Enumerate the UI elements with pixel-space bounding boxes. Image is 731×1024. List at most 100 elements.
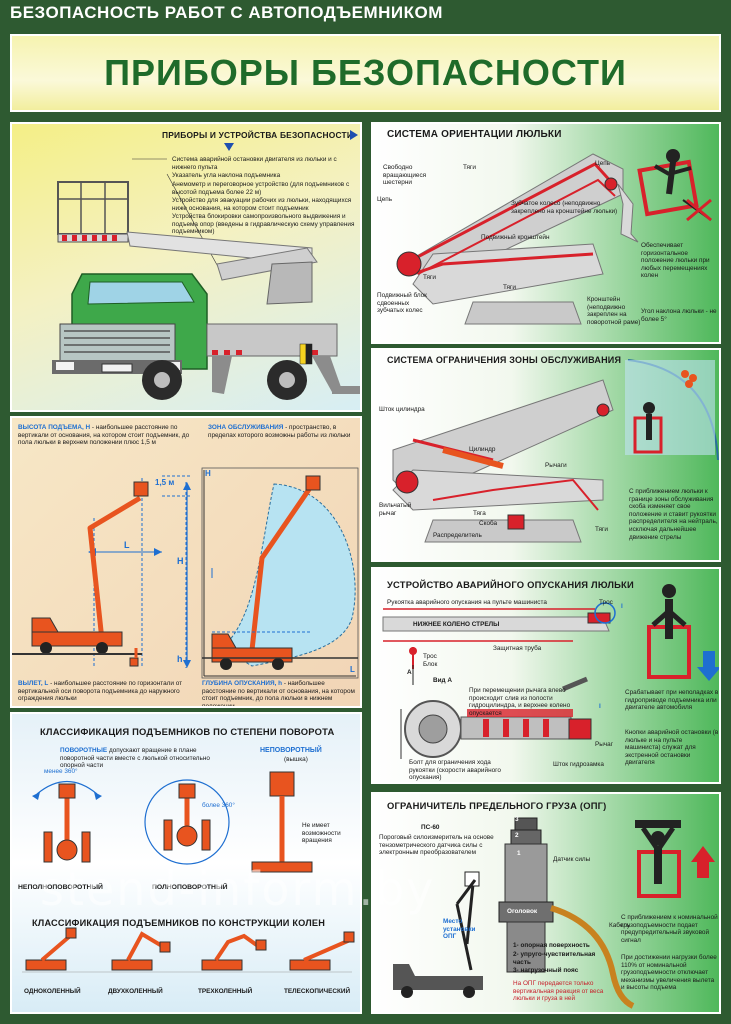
orientation-label-gears: Свободно вращающиеся шестерни <box>383 164 427 187</box>
device-item-2: Указатель угла наклона подъемника <box>172 172 281 179</box>
emergency-label-rod: Шток гидрозамка <box>553 761 604 768</box>
panel-devices-title: ПРИБОРЫ И УСТРОЙСТВА БЕЗОПАСНОСТИ <box>162 130 354 140</box>
classification-rotation-title: КЛАССИФИКАЦИЯ ПОДЪЕМНИКОВ ПО СТЕПЕНИ ПОВ… <box>40 726 335 737</box>
orientation-label-chain-2: Цепь <box>595 160 611 167</box>
limiter-ps-text: Пороговый силоизмеритель на основе тензо… <box>379 834 494 857</box>
label-H2: H <box>205 469 211 478</box>
device-item-4: Устройство для эвакуации рабочих из люль… <box>172 197 352 212</box>
orientation-title: СИСТЕМА ОРИЕНТАЦИИ ЛЮЛЬКИ <box>387 129 562 140</box>
emergency-label-cable-2: Трос <box>423 653 437 660</box>
zone-definition: ЗОНА ОБСЛУЖИВАНИЯ - пространство, в пред… <box>208 424 351 439</box>
limiter-place: Место установки ОПГ <box>443 918 476 941</box>
limiter-red-note: На ОПГ передается только вертикальная ре… <box>513 980 604 1003</box>
limiter-num-2: 2 <box>515 832 519 839</box>
emergency-title: УСТРОЙСТВО АВАРИЙНОГО ОПУСКАНИЯ ЛЮЛЬКИ <box>387 579 634 590</box>
limiter-note-1: С приближением к номинальной грузоподъем… <box>621 914 718 944</box>
classification-diagrams <box>22 771 355 973</box>
label-full-rotation: ПОЛНОПОВОРОТНЫЙ <box>152 884 228 891</box>
reach-definition: ВЫЛЕТ, L - наибольшее расстояние по гори… <box>18 680 183 703</box>
label-h: h <box>177 654 183 664</box>
zone-label-rods: Тяги <box>595 526 608 533</box>
emergency-view-a: Вид А <box>433 677 452 684</box>
arrow-right-icon <box>350 130 358 140</box>
orientation-label-rods-1: Тяги <box>463 164 476 171</box>
zone-label-rod2: Тяга <box>473 510 486 517</box>
panel-classification: КЛАССИФИКАЦИЯ ПОДЪЕМНИКОВ ПО СТЕПЕНИ ПОВ… <box>10 712 362 1014</box>
orientation-angle: Угол наклона люльки - не более 5° <box>641 308 717 323</box>
emergency-label-a: A <box>407 669 412 676</box>
limiter-sensor: Датчик силы <box>553 856 591 863</box>
orientation-note: Обеспечивает горизонтальное положение лю… <box>641 242 710 280</box>
panel-emergency-lowering: УСТРОЙСТВО АВАРИЙНОГО ОПУСКАНИЯ ЛЮЛЬКИ <box>371 567 721 784</box>
type-triple: ТРЕХКОЛЕННЫЙ <box>198 988 253 995</box>
emergency-label-block: Блок <box>423 661 438 668</box>
panel-zone-limit: СИСТЕМА ОГРАНИЧЕНИЯ ЗОНЫ ОБСЛУЖИВАНИЯ Шт… <box>371 348 721 562</box>
limiter-part-2: 2- упруго-чувствительная часть <box>513 951 596 966</box>
orientation-label-chain-1: Цепь <box>377 196 393 203</box>
zone-label-distributor: Распределитель <box>433 532 482 539</box>
less360-label: менее 360° <box>44 768 78 775</box>
truck-illustration <box>52 158 360 400</box>
banner-title: ПРИБОРЫ БЕЗОПАСНОСТИ <box>104 52 627 93</box>
zone-label-cylinder: Цилиндр <box>469 446 496 453</box>
orientation-label-gear-wheel: Зубчатое колесо (неподвижно закреплено н… <box>511 200 618 215</box>
limiter-note-2: При достижении нагрузки более 110% от но… <box>621 954 717 992</box>
classification-construction-title: КЛАССИФИКАЦИЯ ПОДЪЕМНИКОВ ПО КОНСТРУКЦИИ… <box>32 918 326 928</box>
orientation-label-rods-3: Тяги <box>503 284 516 291</box>
height-zone-diagrams <box>12 467 359 679</box>
limiter-ps: ПС-60 <box>421 824 440 831</box>
device-item-3: Анемометр и переговорное устройство (для… <box>172 181 350 196</box>
zone-limit-title: СИСТЕМА ОГРАНИЧЕНИЯ ЗОНЫ ОБСЛУЖИВАНИЯ <box>387 355 622 365</box>
orientation-diagram <box>396 149 712 325</box>
emergency-note-1: Срабатывает при неполадках в гидропривод… <box>625 689 719 712</box>
type-telescopic: ТЕЛЕСКОПИЧЕСКИЙ <box>284 988 351 995</box>
emergency-label-lever: Рычаг <box>595 741 614 748</box>
zone-label-bracket: Скоба <box>479 520 498 527</box>
limiter-title: ОГРАНИЧИТЕЛЬ ПРЕДЕЛЬНОГО ГРУЗА (ОПГ) <box>387 800 607 811</box>
no-rotation-label: Не имеет возможности вращения <box>302 822 341 845</box>
device-item-5: Устройства блокировки самопроизвольного … <box>172 213 355 236</box>
orientation-label-bracket-fixed: Кронштейн (неподвижно закреплен на повор… <box>587 296 641 326</box>
emergency-diagram <box>382 584 719 759</box>
orientation-label-block: Подвижный блок сдвоенных зубчатых колес <box>377 292 427 315</box>
limiter-cable: Кабель <box>609 922 631 929</box>
banner: ПРИБОРЫ БЕЗОПАСНОСТИ <box>10 34 721 112</box>
limiter-head: Оголовок <box>507 908 538 915</box>
zone-limit-diagram <box>392 359 719 543</box>
device-item-1: Система аварийной остановки двигателя из… <box>172 156 337 171</box>
zone-label-levers: Рычаги <box>545 462 567 469</box>
limiter-diagram <box>393 817 715 1009</box>
zone-note: С приближением люльки к границе зоны обс… <box>629 488 718 541</box>
panel-devices: ПРИБОРЫ И УСТРОЙСТВА БЕЗОПАСНОСТИ Систем… <box>10 122 362 412</box>
emergency-label-lower-knee: НИЖНЕЕ КОЛЕНО СТРЕЛЫ <box>413 621 500 628</box>
limiter-num-3: 3 <box>515 816 519 823</box>
emergency-note-lever: При перемещении рычага влево происходит … <box>469 687 571 717</box>
panel-load-limiter: ОГРАНИЧИТЕЛЬ ПРЕДЕЛЬНОГО ГРУЗА (ОПГ) ПС-… <box>371 792 721 1014</box>
nonrotary-title: НЕПОВОРОТНЫЙ <box>260 747 322 754</box>
panel-orientation: СИСТЕМА ОРИЕНТАЦИИ ЛЮЛЬКИ Свободно враща… <box>371 122 721 344</box>
emergency-label-i-1: I <box>621 603 623 610</box>
limiter-num-1: 1 <box>517 850 521 857</box>
zone-label-fork: Вильчатый рычаг <box>379 502 412 517</box>
type-single: ОДНОКОЛЕННЫЙ <box>24 988 81 995</box>
emergency-note-2: Кнопки аварийной остановки (в люльке и н… <box>625 729 719 767</box>
more360-label: более 360° <box>202 802 235 809</box>
zone-label-rod: Шток цилиндра <box>379 406 425 413</box>
nonrotary-sub: (вышка) <box>284 756 308 763</box>
emergency-label-pipe: Защитная труба <box>493 645 542 652</box>
top-title: БЕЗОПАСНОСТЬ РАБОТ С АВТОПОДЪЕМНИКОМ <box>10 3 443 22</box>
label-1-5m: 1,5 м <box>155 478 175 487</box>
label-partial-rotation: НЕПОЛНОПОВОРОТНЫЙ <box>18 884 103 891</box>
limiter-part-3: 3- нагрузочный пояс <box>513 967 579 974</box>
emergency-label-handle: Рукоятка аварийного опускания на пульте … <box>387 599 547 606</box>
orientation-label-rods-2: Тяги <box>423 274 436 281</box>
panel-height-zone: ВЫСОТА ПОДЪЕМА, Н - наибольшее расстояни… <box>10 416 362 708</box>
label-H: H <box>177 556 184 566</box>
limiter-part-1: 1- опорная поверхность <box>513 942 590 949</box>
rotary-definition: ПОВОРОТНЫЕ допускают вращение в плане по… <box>60 747 210 770</box>
label-L: L <box>124 540 130 550</box>
arrow-down-icon <box>224 143 234 151</box>
type-double: ДВУХКОЛЕННЫЙ <box>108 988 163 995</box>
depth-definition: ГЛУБИНА ОПУСКАНИЯ, h - наибольшее рассто… <box>202 680 355 708</box>
